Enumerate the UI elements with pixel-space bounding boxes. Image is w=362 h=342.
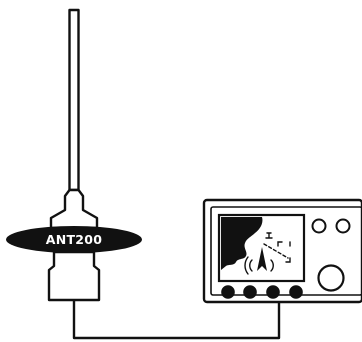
- antenna-neck: [49, 188, 99, 230]
- target-bracket: [277, 241, 291, 263]
- antenna-model-label: ANT200: [46, 232, 103, 247]
- soft-button-3: [266, 285, 280, 299]
- coax-cable: [72, 300, 281, 340]
- small-knob-right: [335, 218, 351, 234]
- signal-wave-left: [244, 256, 253, 275]
- antenna-icon: [47, 8, 101, 302]
- display-unit-bezel: [210, 206, 362, 296]
- waypoint-mark: [265, 232, 273, 239]
- soft-button-4: [289, 285, 303, 299]
- large-knob: [317, 264, 345, 292]
- radar-display-unit: [202, 198, 362, 304]
- soft-button-1: [221, 285, 235, 299]
- antenna-label-badge: ANT200: [6, 226, 142, 253]
- heading-line: [263, 243, 289, 259]
- antenna-whip: [68, 8, 80, 192]
- vessel-marker: [257, 247, 267, 271]
- antenna-mount: [47, 250, 101, 302]
- small-knob-left: [311, 218, 327, 234]
- soft-button-2: [243, 285, 257, 299]
- signal-wave-right: [270, 259, 274, 272]
- chart-landmass: [221, 217, 263, 270]
- radar-sweep-icon: [244, 232, 291, 275]
